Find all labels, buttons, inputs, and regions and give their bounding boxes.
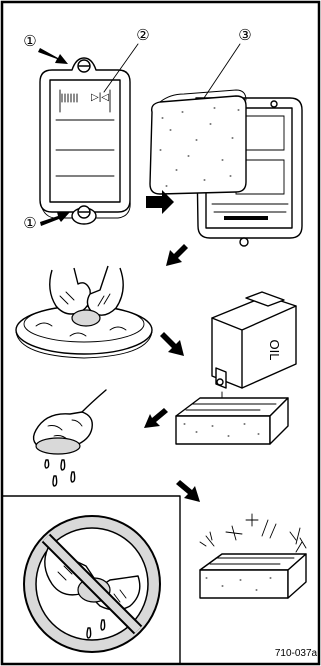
screw-top	[78, 60, 90, 72]
element-callout: ③	[238, 27, 251, 44]
squeezing-hand	[34, 390, 106, 454]
cover-callout: ②	[136, 27, 149, 44]
clean-tray	[200, 554, 306, 598]
screw-callout-top: ①	[23, 33, 36, 50]
arrow-icon	[166, 244, 188, 266]
oil-can	[212, 292, 296, 409]
screw-bottom	[78, 206, 90, 218]
oil-can-label: OIL	[267, 340, 282, 361]
sparkle-icon	[200, 514, 306, 552]
arrow-icon	[160, 332, 184, 356]
screw-callout-bottom: ①	[23, 215, 36, 232]
foam-element	[150, 90, 246, 194]
figure-code: 710-037a	[275, 648, 318, 659]
arrow-icon	[40, 212, 70, 226]
cover-marking: ▷|◁	[91, 92, 109, 103]
air-cleaner-cover	[40, 58, 130, 224]
arrow-icon	[144, 408, 168, 428]
oil-tray	[176, 398, 288, 444]
arrow-icon	[38, 48, 68, 64]
oil-drops	[45, 460, 75, 486]
